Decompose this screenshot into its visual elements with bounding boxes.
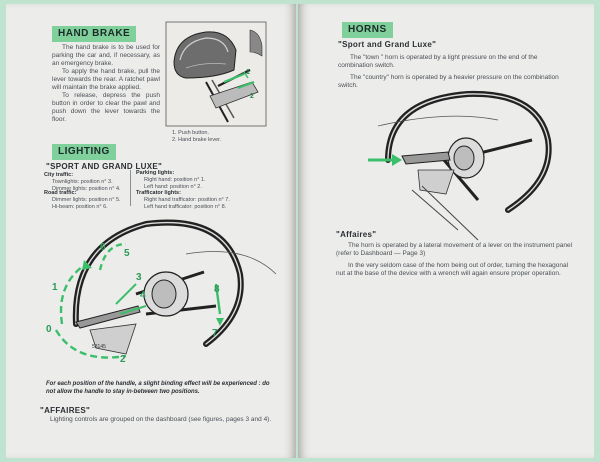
affaires-horn-para-1: The horn is operated by a lateral moveme…	[336, 242, 573, 257]
affaires-horn-title: "Affaires"	[336, 230, 377, 239]
diagram-number-1: 1	[52, 282, 58, 293]
hand-brake-label-1: 1	[246, 69, 250, 76]
lighting-warning: For each position of the handle, a sligh…	[46, 381, 270, 395]
diagram-number-2: 2	[120, 354, 126, 365]
hand-brake-para-1: The hand brake is to be used for parking…	[52, 44, 160, 67]
horns-para-2: The "country" horn is operated by a heav…	[338, 74, 559, 89]
hand-brake-title: HAND BRAKE	[52, 26, 137, 42]
diagram-number-4: 4	[140, 290, 146, 301]
affaires-lighting-text: Lighting controls are grouped on the das…	[50, 416, 272, 423]
lighting-subtitle: "SPORT AND GRAND LUXE"	[46, 162, 163, 171]
trafficator-lights-line-2: Left hand trafficator: position n° 8.	[144, 204, 227, 210]
road-traffic-line-1: Dimmer lights: position n° 5.	[52, 197, 121, 203]
lighting-column-divider	[130, 170, 131, 206]
city-traffic-line-2: Dimmer lights: position n° 4.	[52, 186, 121, 192]
parking-lights-line-2: Left hand: position n° 2.	[144, 184, 202, 190]
diagram-number-3: 3	[136, 272, 142, 283]
hand-brake-caption-2: 2. Hand brake lever.	[172, 137, 222, 143]
hand-brake-label-2: 2	[250, 93, 254, 100]
hand-brake-text: The hand brake is to be used for parking…	[52, 44, 160, 124]
diagram-number-8: 8	[214, 284, 220, 295]
diagram-number-5: 5	[124, 248, 130, 259]
hand-brake-caption-1: 1. Push button.	[172, 130, 209, 136]
horns-title: HORNS	[342, 22, 393, 38]
city-traffic-line-1: Townlights: position n° 3.	[52, 179, 113, 185]
diagram-number-7: 7	[212, 328, 218, 339]
right-page: HORNS "Sport and Grand Luxe" The "town "…	[298, 4, 594, 458]
trafficator-lights-title: Trafficator lights:	[136, 190, 181, 196]
affaires-horn-text: The horn is operated by a lateral moveme…	[336, 242, 576, 278]
hand-brake-illustration: 1 2	[165, 21, 267, 127]
affaires-lighting-title: "AFFAIRES"	[40, 406, 91, 415]
parking-lights-line-1: Right hand: position n° 1.	[144, 177, 206, 183]
hand-brake-para-3: To release, depress the push button in o…	[52, 92, 160, 123]
lighting-steering-wheel-diagram: 0 1 2 3 4 5 6 7 8 53145	[46, 219, 277, 365]
horns-para-1: The "town " horn is operated by a light …	[338, 54, 538, 69]
city-traffic-title: City traffic:	[44, 172, 74, 178]
road-traffic-block: Road traffic: Dimmer lights: position n°…	[44, 190, 121, 211]
trafficator-lights-line-1: Right hand trafficator: position n° 7.	[144, 197, 230, 203]
lighting-title: LIGHTING	[52, 144, 116, 160]
road-traffic-line-2: Hi-beam: position n° 6.	[52, 204, 108, 210]
road-traffic-title: Road traffic:	[44, 190, 77, 196]
parking-lights-block: Parking lights: Right hand: position n° …	[136, 170, 206, 191]
horns-subtitle: "Sport and Grand Luxe"	[338, 40, 437, 49]
hand-brake-para-2: To apply the hand brake, pull the lever …	[52, 68, 160, 91]
diagram-number-6: 6	[100, 242, 106, 253]
parking-lights-title: Parking lights:	[136, 170, 175, 176]
diagram-code: 53145	[92, 344, 106, 350]
city-traffic-block: City traffic: Townlights: position n° 3.…	[44, 172, 121, 193]
diagram-number-0: 0	[46, 324, 52, 335]
horn-steering-wheel-diagram	[368, 90, 552, 241]
affaires-horn-para-2: In the very seldom case of the horn bein…	[336, 262, 569, 277]
horns-text: The "town " horn is operated by a light …	[338, 54, 574, 90]
left-page: HAND BRAKE The hand brake is to be used …	[6, 4, 296, 458]
trafficator-lights-block: Trafficator lights: Right hand trafficat…	[136, 190, 230, 211]
